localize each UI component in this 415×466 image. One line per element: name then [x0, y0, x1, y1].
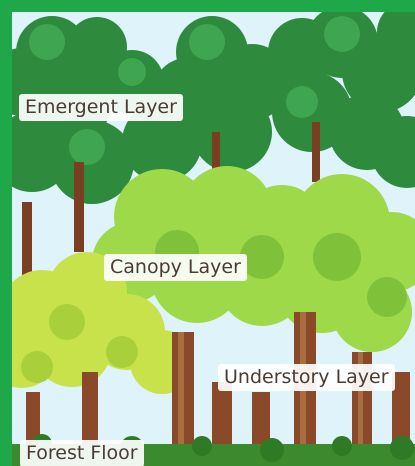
forest-floor-label: Forest Floor [20, 440, 144, 466]
understory-layer-label: Understory Layer [218, 364, 395, 391]
emergent-layer-label: Emergent Layer [19, 94, 183, 121]
forest-layers-illustration: Emergent Layer Canopy Layer Understory L… [12, 12, 415, 466]
canopy-layer-label: Canopy Layer [104, 254, 247, 281]
forest-illustration [12, 12, 415, 466]
